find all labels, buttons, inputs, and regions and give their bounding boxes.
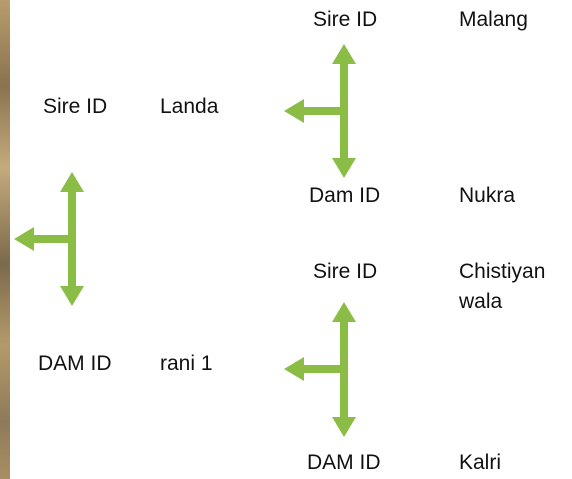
sire-branch-arrow-icon xyxy=(284,44,356,178)
sire-sire-label: Sire ID xyxy=(313,8,378,31)
dam-sire-label: Sire ID xyxy=(313,260,378,283)
root-branch-arrow-icon xyxy=(14,172,84,306)
dam-branch-arrow-icon xyxy=(284,302,356,437)
root-dam-name: rani 1 xyxy=(160,352,213,375)
root-sire-label: Sire ID xyxy=(43,95,108,118)
root-sire-name: Landa xyxy=(160,95,219,118)
root-dam-label: DAM ID xyxy=(38,352,112,375)
dam-dam-name: Kalri xyxy=(459,451,502,474)
sire-dam-label: Dam ID xyxy=(309,184,381,207)
sire-dam-name: Nukra xyxy=(459,184,516,207)
dam-dam-label: DAM ID xyxy=(307,451,381,474)
dam-sire-name: Chistiyan wala xyxy=(459,260,546,313)
background-photo-strip xyxy=(0,0,10,479)
sire-sire-name: Malang xyxy=(459,8,528,31)
